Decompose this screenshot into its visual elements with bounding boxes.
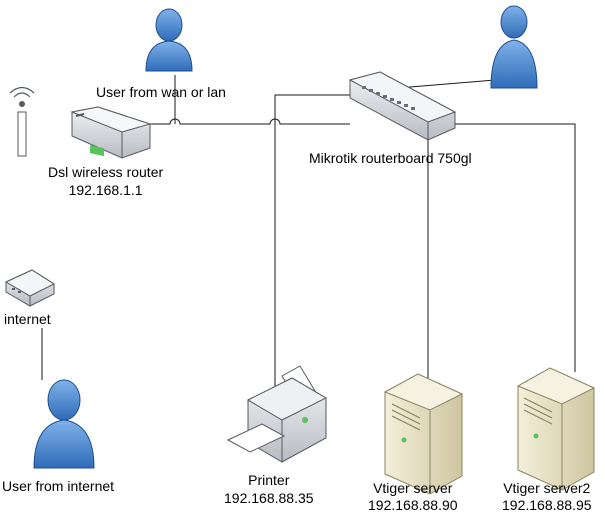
label-dsl-router: Dsl wireless router 192.168.1.1 xyxy=(48,164,163,198)
vtiger-server-ip: 192.168.88.90 xyxy=(368,497,458,513)
label-printer: Printer 192.168.88.35 xyxy=(224,472,314,506)
label-internet: internet xyxy=(4,311,51,327)
label-user-wan-lan: User from wan or lan xyxy=(96,84,226,100)
label-vtiger-server: Vtiger server 192.168.88.90 xyxy=(368,480,458,513)
printer-name: Printer xyxy=(248,472,290,488)
link-mikrotik-admin xyxy=(397,79,496,89)
switch-icon xyxy=(348,71,457,141)
links xyxy=(41,75,576,395)
vtiger-server2-ip: 192.168.88.95 xyxy=(502,497,592,513)
modem-icon xyxy=(4,269,56,307)
wireless-router-icon xyxy=(9,86,152,159)
printer-ip: 192.168.88.35 xyxy=(224,490,314,506)
vtiger-server2-name: Vtiger server2 xyxy=(503,480,591,496)
printer-icon xyxy=(226,365,328,463)
label-user-internet: User from internet xyxy=(2,478,115,494)
person-icon xyxy=(145,8,193,72)
link-dsl-mikrotik xyxy=(148,118,350,125)
link-mikrotik-vtiger2 xyxy=(455,123,576,372)
vtiger-server-name: Vtiger server xyxy=(373,480,453,496)
server-tower-icon xyxy=(516,367,596,491)
person-icon xyxy=(33,379,95,469)
server-tower-icon xyxy=(383,373,464,495)
person-icon xyxy=(490,5,538,89)
link-mikrotik-printer xyxy=(274,94,350,395)
label-mikrotik: Mikrotik routerboard 750gl xyxy=(309,150,472,166)
label-vtiger-server2: Vtiger server2 192.168.88.95 xyxy=(502,480,592,513)
dsl-router-ip: 192.168.1.1 xyxy=(68,182,143,198)
dsl-router-name: Dsl wireless router xyxy=(48,164,164,180)
